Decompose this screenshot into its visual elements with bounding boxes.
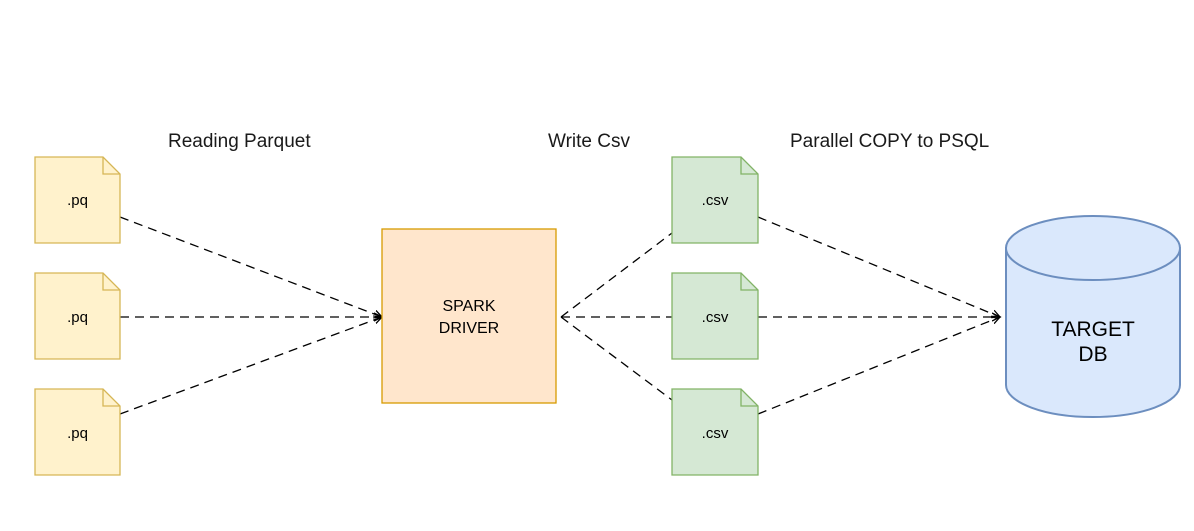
parquet-file-icon bbox=[34, 156, 121, 244]
target-db-cylinder: TARGET DB bbox=[1005, 215, 1181, 418]
parquet-file-1: .pq bbox=[34, 156, 121, 244]
parallel-copy-label: Parallel COPY to PSQL bbox=[790, 131, 990, 152]
pq-to-driver-connectors bbox=[119, 216, 382, 415]
csv-to-db-connectors bbox=[757, 216, 1000, 415]
connector-pq3-driver bbox=[119, 317, 382, 415]
connector-driver-csv1 bbox=[560, 232, 673, 318]
spark-driver-box: SPARK DRIVER bbox=[381, 228, 557, 404]
parquet-file-label: .pq bbox=[67, 309, 88, 326]
connector-driver-csv3 bbox=[560, 316, 673, 401]
spark-driver-label-line1: SPARK bbox=[442, 298, 495, 315]
reading-parquet-label: Reading Parquet bbox=[168, 131, 311, 152]
parquet-file-icon bbox=[34, 388, 121, 476]
csv-file-1: .csv bbox=[671, 156, 759, 244]
csv-file-icon bbox=[671, 272, 759, 360]
parquet-file-label: .pq bbox=[67, 192, 88, 209]
parquet-file-icon bbox=[34, 272, 121, 360]
csv-file-label: .csv bbox=[702, 192, 729, 209]
spark-driver-label-line2: DRIVER bbox=[439, 320, 499, 337]
csv-file-label: .csv bbox=[702, 309, 729, 326]
csv-file-label: .csv bbox=[702, 425, 729, 442]
target-db-label-line2: DB bbox=[1078, 343, 1107, 366]
write-csv-label: Write Csv bbox=[548, 131, 630, 152]
database-icon bbox=[1005, 247, 1181, 418]
connector-pq1-driver bbox=[119, 216, 382, 317]
connector-csv1-db bbox=[757, 216, 1000, 317]
csv-file-icon bbox=[671, 156, 759, 244]
connector-csv3-db bbox=[757, 317, 1000, 415]
parquet-file-3: .pq bbox=[34, 388, 121, 476]
csv-file-2: .csv bbox=[671, 272, 759, 360]
parquet-file-2: .pq bbox=[34, 272, 121, 360]
target-db-label-line1: TARGET bbox=[1051, 318, 1135, 341]
parquet-file-label: .pq bbox=[67, 425, 88, 442]
driver-to-csv-connectors bbox=[560, 232, 673, 401]
csv-file-3: .csv bbox=[671, 388, 759, 476]
csv-file-icon bbox=[671, 388, 759, 476]
